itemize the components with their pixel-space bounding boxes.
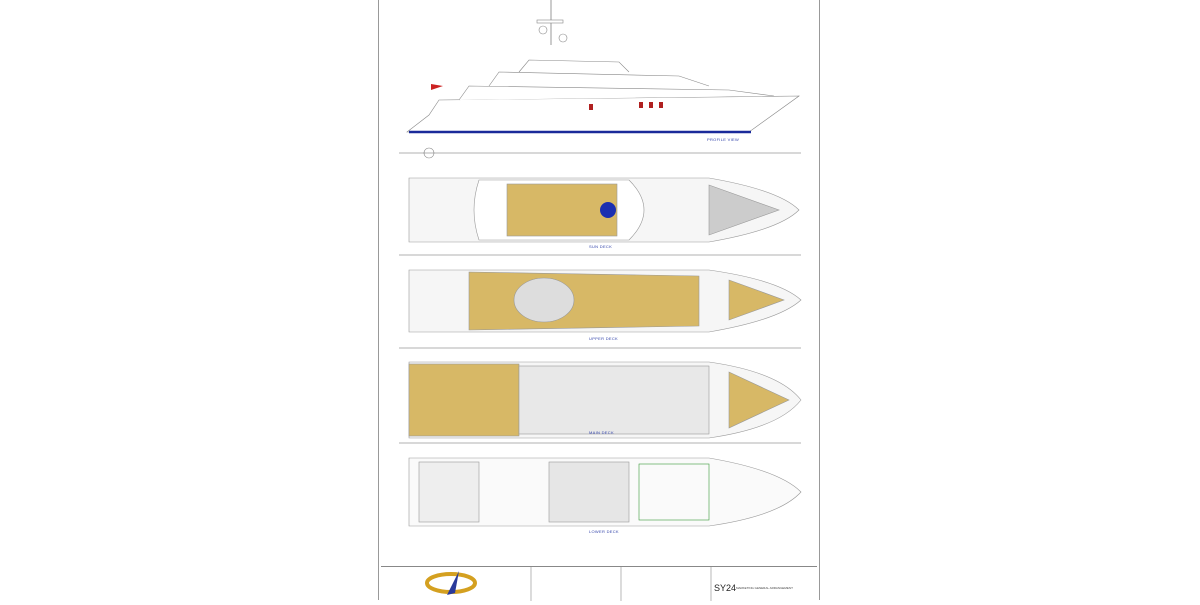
- drawing-title: MARKETING GENERAL ARRANGEMENT: [736, 586, 793, 590]
- main-deck-plan: [408, 361, 802, 439]
- lower-deck-plan: [408, 457, 802, 527]
- drawing-sheet: PROFILE VIEW SUN DECK UPPER DECK MAIN DE…: [378, 0, 820, 600]
- label-profile-view: PROFILE VIEW: [707, 137, 740, 142]
- radar-mast: [536, 19, 564, 24]
- label-lower-deck: LOWER DECK: [589, 529, 619, 534]
- profile-view: [406, 0, 800, 159]
- spa-pool: [600, 202, 616, 218]
- logo-icon: [425, 567, 712, 601]
- scale-rulers: [399, 152, 801, 444]
- upper-deck-plan: [408, 269, 802, 333]
- flag: [431, 84, 443, 90]
- sun-deck-plan: [408, 177, 800, 243]
- hull: [406, 95, 800, 133]
- title-block: SY24 MARKETING GENERAL ARRANGEMENT: [381, 566, 817, 601]
- project-code: SY24: [714, 583, 737, 593]
- label-main-deck: MAIN DECK: [589, 430, 614, 435]
- label-sun-deck: SUN DECK: [589, 244, 613, 249]
- general-arrangement-drawing: [399, 0, 802, 527]
- label-upper-deck: UPPER DECK: [589, 336, 619, 341]
